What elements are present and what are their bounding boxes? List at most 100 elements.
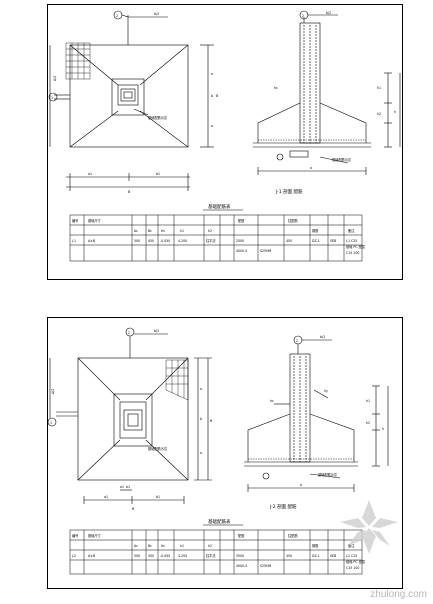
plan-left-dim: A/2 (51, 389, 55, 394)
table-remark-0: J-1 C25 (345, 239, 357, 243)
table-remark-1: 基础 PC 垫层 (346, 244, 365, 249)
section-bottom-total: a (300, 483, 302, 487)
plan-bottom-total: B (128, 190, 130, 194)
plan-side-mark: 1 (51, 96, 53, 100)
table-cell-r2-7: 4000-S (236, 249, 247, 253)
foundation-section-1 (253, 10, 401, 175)
sheet-1-drawing: 2 A/2 1 A/2 基础配筋示意 a1 b1 B a b a B (48, 10, 401, 262)
table-remark-2: C15 100 (346, 251, 359, 255)
plan-right-total: B (216, 94, 218, 98)
section-top-mark: 2 (302, 14, 304, 18)
drawing-sheet-2: 2 b/2 1 A/2 a1 b1 a1 b1 B a b a B 基础配筋示意 (47, 317, 403, 589)
foundation-section-2 (244, 335, 389, 492)
section-label-hc: hc (270, 399, 274, 403)
table-remark-1: 基础 PC 垫层 (346, 559, 365, 564)
section-note: 基础配筋示意 (332, 157, 351, 162)
table-remark-2: C15 100 (346, 566, 359, 570)
table-cell-9: DZ-1 (312, 239, 320, 243)
table-header-2: Ac (134, 544, 138, 548)
table-header-8: 柱配筋 (288, 218, 298, 223)
section-dim-top: b/2 (326, 11, 331, 15)
table-title: 基础配筋表 (208, 203, 231, 210)
plan-note: 基础配筋示意 (148, 446, 167, 451)
table-cell-0: J-2 (71, 554, 76, 558)
axis-bubble-1 (48, 92, 58, 102)
table-cell-9: DZ-1 (312, 554, 320, 558)
table-cell-r2-7: 4000-S (236, 564, 247, 568)
table-cell-8: 450 (286, 239, 292, 243)
table-header-0: 编号 (72, 218, 78, 223)
watermark-text: zhulong.com (370, 589, 427, 600)
table-cell-2: 500 (134, 239, 140, 243)
plan-top-mark: 2 (128, 331, 130, 335)
section-label-hy: hy (324, 389, 328, 393)
pedestal-outline (113, 393, 153, 447)
table-header-7: 配筋 (238, 533, 244, 538)
plan-left-dim: A/2 (53, 76, 57, 81)
table-header-1: 基础尺寸 (88, 533, 102, 538)
table-header-10: 备注 (348, 543, 355, 548)
plan-right-dim-3: a (211, 124, 213, 128)
axis-bubble-2 (125, 327, 135, 337)
axis-bubble-1 (48, 417, 57, 427)
table-cell-8: 450 (286, 554, 292, 558)
plan-right-dim-1: a (211, 72, 213, 76)
plan-side-mark: 1 (50, 421, 52, 425)
plan-right-dim-2: b (211, 94, 213, 98)
drawing-sheet-1: 2 A/2 1 A/2 基础配筋示意 a1 b1 B a b a B (47, 4, 403, 280)
table-cell-6: 柱平法 (206, 553, 216, 558)
table-header-4: Hc (161, 229, 165, 233)
plan-dim-top: A/2 (154, 12, 159, 16)
rebar-grid-corner (65, 42, 91, 80)
footing-outline (69, 44, 189, 148)
section-top-mark: 2 (296, 339, 298, 343)
rebar-table-1 (69, 214, 363, 262)
table-header-7: 配筋 (238, 218, 244, 223)
table-cell-7: 2500 (236, 239, 244, 243)
section-right-total: h (394, 110, 396, 114)
pedestal-outline (111, 78, 145, 116)
table-title: 基础配筋表 (208, 518, 231, 525)
section-right-dim-1: h1 (377, 86, 381, 90)
table-header-5: h1 (180, 544, 184, 548)
table-remark-0: J-2 C25 (345, 554, 357, 558)
footing-outline (77, 357, 189, 481)
table-header-9: 钢筋 (312, 228, 318, 233)
plan-right-dim-1: a (200, 387, 202, 391)
table-cell-5: 4.200 (178, 554, 187, 558)
sheet-2-drawing: 2 b/2 1 A/2 a1 b1 a1 b1 B a b a B 基础配筋示意 (48, 327, 389, 575)
section-label-hc: hc (274, 86, 278, 90)
table-cell-2: 500 (134, 554, 140, 558)
plan-bottom-dim-2: b1 (156, 495, 160, 499)
table-cell-0: J-1 (71, 239, 76, 243)
plan-dim-top: b/2 (154, 329, 159, 333)
table-header-10: 备注 (348, 228, 355, 233)
section-caption: J-1 剖面 配筋 (275, 188, 303, 195)
section-right-dim-2: h2 (377, 112, 381, 116)
table-header-8: 柱配筋 (288, 533, 298, 538)
table-cell-6: 柱平法 (206, 238, 216, 243)
table-header-3: Bc (148, 229, 152, 233)
plan-col-dim-1: a1 (120, 485, 124, 489)
section-note: 基础配筋示意 (318, 472, 337, 477)
section-caption: J-2 剖面 配筋 (269, 503, 297, 510)
table-cell-1: A×B (88, 239, 95, 243)
table-header-1: 基础尺寸 (88, 218, 102, 223)
plan-right-dim-2: b (200, 417, 202, 421)
table-header-4: Hc (161, 544, 165, 548)
plan-bottom-dim-2: b1 (156, 172, 160, 176)
plan-note: 基础配筋示意 (148, 115, 167, 120)
table-cell-4: -0.050 (160, 239, 170, 243)
table-header-6: h2 (208, 544, 212, 548)
watermark-logo (340, 500, 398, 554)
plan-right-total: B (210, 419, 212, 423)
table-header-6: h2 (208, 229, 212, 233)
table-cell-r2-8: S25HM (260, 249, 271, 253)
table-cell-3: 450 (148, 554, 154, 558)
table-header-3: Bc (148, 544, 152, 548)
section-dim-top: b/2 (320, 335, 325, 339)
section-right-total: h (382, 427, 384, 431)
section-right-dim-2: h2 (366, 421, 370, 425)
table-header-2: Ac (134, 229, 138, 233)
rebar-grid-corner (165, 359, 189, 401)
